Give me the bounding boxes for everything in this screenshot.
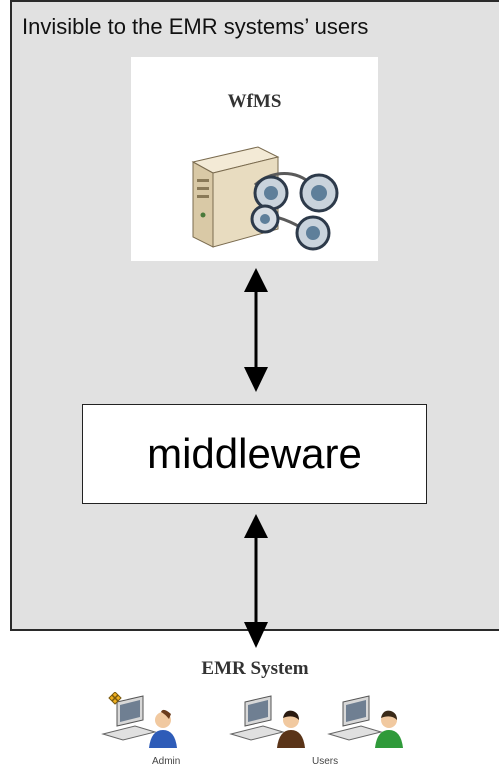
admin-icon [101,692,177,748]
arrow-wfms-middleware [244,268,268,392]
server-workflow-icon [191,146,339,251]
users-label: Users [312,756,339,767]
boundary-label: Invisible to the EMR systems’ users [22,14,369,39]
middleware-box: middleware [82,404,427,504]
user-icon [229,695,305,748]
emr-users-icon [101,692,403,748]
user-icon [327,695,403,748]
wfms-title: WfMS [227,91,282,112]
wfms-box: WfMS [131,57,378,261]
emr-system-title: EMR System [201,658,309,679]
middleware-label: middleware [147,430,362,477]
admin-label: Admin [152,756,181,767]
arrow-middleware-emr [244,514,268,648]
